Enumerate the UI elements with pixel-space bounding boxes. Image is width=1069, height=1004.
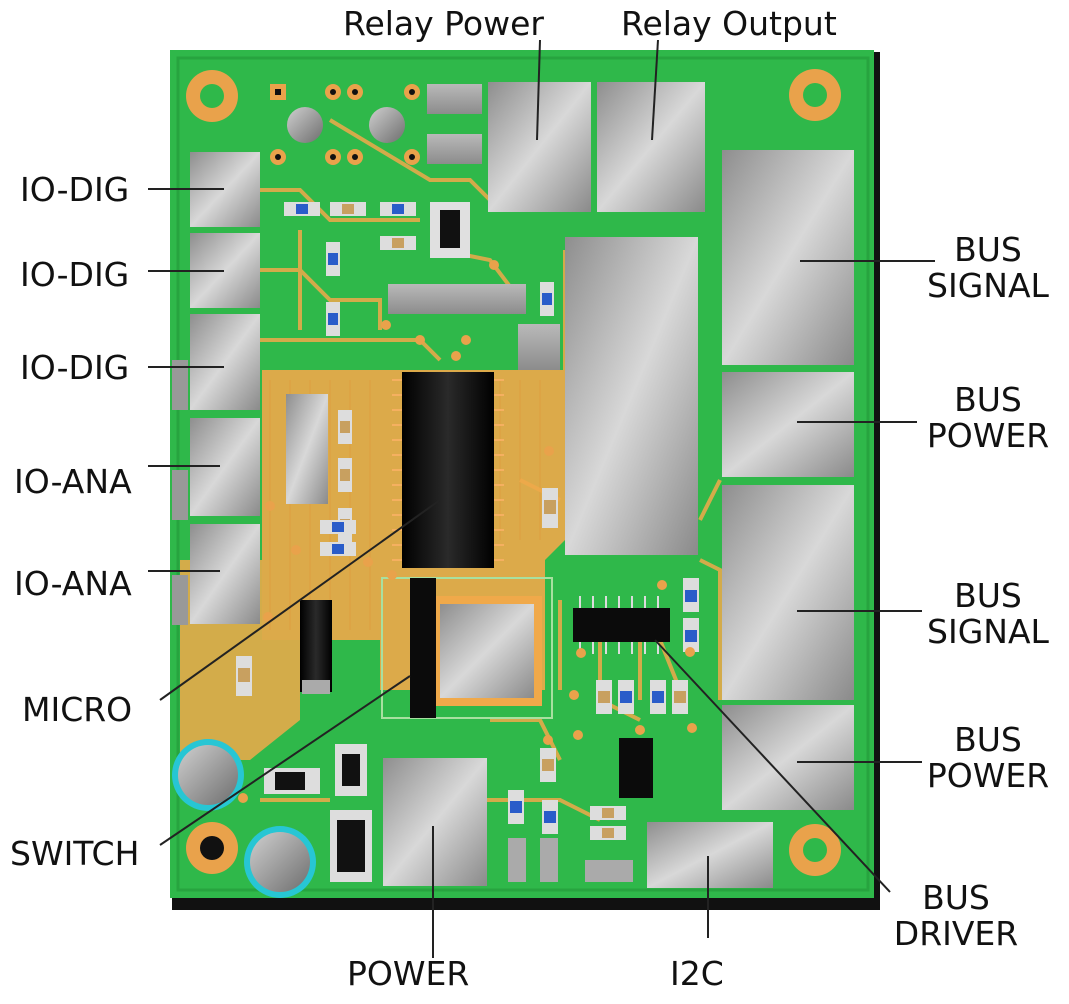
label-bus-signal-1-line1: BUS [954,230,1022,269]
label-bus-signal-2: BUS SIGNAL [918,578,1058,650]
label-micro: MICRO [22,690,133,729]
regulator-body [300,600,332,692]
bus-driver-pins [579,596,659,654]
trimmer-pads [270,84,482,165]
regulator-tab [302,680,330,694]
power-connector [383,758,487,886]
label-relay-output: Relay Output [621,4,837,43]
micro-chip [402,372,494,568]
diode-top-body [440,210,460,248]
label-bus-signal-2-line1: BUS [954,576,1022,615]
label-bus-signal-1: BUS SIGNAL [918,232,1058,304]
label-io-ana-2: IO-ANA [14,564,132,603]
mounting-holes [186,69,841,876]
leader-micro [159,499,441,701]
switch-chip [410,578,436,718]
label-io-dig-3: IO-DIG [20,348,130,387]
diode-2-body [342,754,360,786]
electrolytic-cap-1-top [178,745,238,805]
inductor-block [286,394,328,504]
bus-signal-connector-2 [722,485,854,700]
edge-tab-2 [172,470,188,520]
label-bus-power-1-line2: POWER [926,416,1050,455]
bus-power-connector-1 [722,372,854,477]
leader-bus-driver [654,639,891,893]
relay-power-connector [488,82,591,212]
crystal [518,324,560,370]
label-bus-power-2-line1: BUS [954,720,1022,759]
small-ic [619,738,653,798]
label-bus-power-2: BUS POWER [918,722,1058,794]
label-bus-power-1-line1: BUS [954,380,1022,419]
smd-components [236,202,699,882]
bus-power-connector-2 [722,705,854,810]
diode-3-body [337,820,365,872]
vias [238,260,697,803]
label-io-ana-1: IO-ANA [14,462,132,501]
relay-output-connector [597,82,705,212]
label-switch: SWITCH [10,834,140,873]
leader-switch [159,675,411,846]
leader-lines [148,39,935,958]
label-bus-signal-1-line2: SIGNAL [927,266,1049,305]
io-dig-connector-3 [190,314,260,410]
relay-block [565,237,698,555]
label-bus-power-2-line2: POWER [926,756,1050,795]
bus-driver-chip [573,608,670,642]
label-bus-driver: BUS DRIVER [886,880,1026,952]
switch-inductor [440,604,534,698]
label-bus-power-1: BUS POWER [918,382,1058,454]
i2c-connector [647,822,773,888]
label-power: POWER [347,954,470,993]
edge-tab-1 [172,360,188,410]
label-relay-power: Relay Power [343,4,544,43]
switch-outline [381,577,553,719]
label-io-dig-1: IO-DIG [20,170,130,209]
edge-tab-3 [172,575,188,625]
label-i2c: I2C [670,954,724,993]
bus-signal-connector-1 [722,150,854,365]
leader-relay-power [536,39,541,141]
label-bus-driver-line2: DRIVER [893,914,1019,953]
label-bus-driver-line1: BUS [922,878,990,917]
micro-pins [392,379,504,561]
label-bus-signal-2-line2: SIGNAL [927,612,1049,651]
leader-relay-output [651,39,659,141]
fuse-body [275,772,305,790]
io-ana-connector-2 [190,524,260,624]
header-strip [388,284,526,314]
electrolytic-cap-2-top [250,832,310,892]
label-io-dig-2: IO-DIG [20,255,130,294]
